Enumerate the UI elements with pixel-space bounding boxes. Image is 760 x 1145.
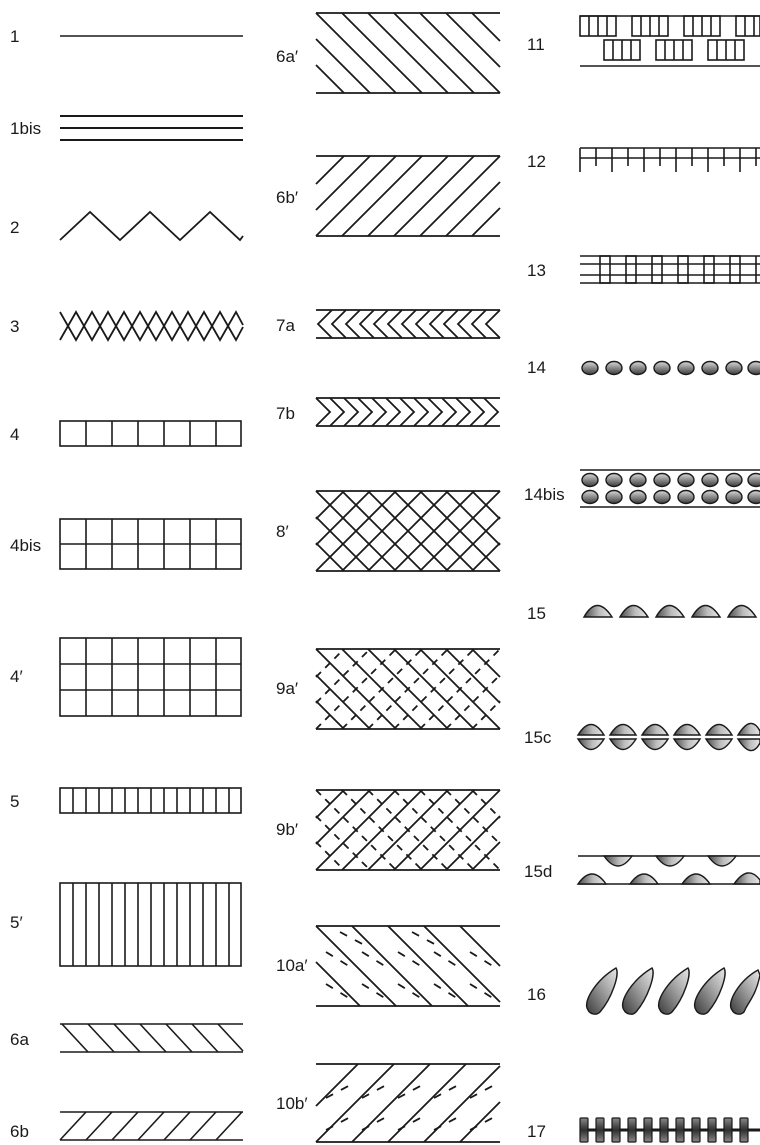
swatch-label: 5′ <box>10 913 23 932</box>
vertical-hatch-tall-pattern <box>60 883 241 966</box>
swatch-label: 10a′ <box>276 956 308 975</box>
swatch-15: 15 <box>527 604 756 623</box>
swatch-6b-prime: 6b′ <box>276 156 500 236</box>
swatch-label: 1 <box>10 27 19 46</box>
swatch-label: 1bis <box>10 119 41 138</box>
swatch-label: 6b′ <box>276 188 298 207</box>
swatch-label: 3 <box>10 317 19 336</box>
crosshatch-pattern <box>316 491 500 571</box>
chevron-left-pattern <box>316 310 500 338</box>
swatch-15c: 15c <box>524 723 760 750</box>
swatch-label: 13 <box>527 261 546 280</box>
swatch-label: 14bis <box>524 485 565 504</box>
swatch-9b-prime: 9b′ <box>276 790 500 870</box>
double-box-chain-pattern <box>580 256 760 283</box>
dome-row-pattern <box>584 606 756 618</box>
dashed-diagonal-right-pattern <box>316 1064 500 1142</box>
swatch-6b: 6b <box>10 1112 243 1141</box>
swatch-3: 3 <box>10 312 243 340</box>
swatch-label: 2 <box>10 218 19 237</box>
swatch-label: 8′ <box>276 522 289 541</box>
swatch-label: 12 <box>527 152 546 171</box>
double-bead-row-pattern <box>580 470 760 507</box>
triple-line-pattern <box>60 116 243 140</box>
cross-zigzag-pattern <box>60 312 243 340</box>
swatch-label: 15d <box>524 862 552 881</box>
swatch-label: 6a′ <box>276 47 298 66</box>
swatch-label: 6b <box>10 1122 29 1141</box>
swatch-11: 11 <box>527 16 760 66</box>
swatch-7b: 7b <box>276 398 500 426</box>
swatch-6a-prime: 6a′ <box>276 13 500 93</box>
swatch-label: 7a <box>276 316 295 335</box>
swatch-label: 9b′ <box>276 820 298 839</box>
vertical-hatch-narrow-pattern <box>60 788 241 813</box>
chevron-right-pattern <box>316 398 500 426</box>
swatch-label: 16 <box>527 985 546 1004</box>
swatch-6a: 6a <box>10 1024 243 1052</box>
swatch-7a: 7a <box>276 310 500 338</box>
beaded-rod-pattern <box>580 1118 760 1142</box>
dashed-crosshatch-a-pattern <box>316 649 500 729</box>
swatch-5-prime: 5′ <box>10 883 241 966</box>
swatch-16: 16 <box>527 968 760 1014</box>
dashed-diagonal-left-pattern <box>316 926 500 1006</box>
tick-comb-pattern <box>580 148 760 172</box>
swatch-15d: 15d <box>524 856 760 884</box>
swatch-13: 13 <box>527 256 760 283</box>
swatch-label: 15 <box>527 604 546 623</box>
swatch-label: 9a′ <box>276 679 298 698</box>
swatch-4: 4 <box>10 421 241 446</box>
swatch-4-prime: 4′ <box>10 638 241 716</box>
diagonal-hatch-right-wide-pattern <box>316 156 500 236</box>
teardrops-pattern <box>587 968 760 1014</box>
swatch-5: 5 <box>10 788 241 813</box>
swatch-1: 1 <box>10 27 243 46</box>
swatch-2: 2 <box>10 212 243 240</box>
alternating-domes-pattern <box>578 856 760 884</box>
swatch-label: 10b′ <box>276 1094 308 1113</box>
swatch-label: 6a <box>10 1030 29 1049</box>
swatch-8-prime: 8′ <box>276 491 500 571</box>
dashed-crosshatch-b-pattern <box>316 790 500 870</box>
swatch-label: 7b <box>276 404 295 423</box>
diagonal-hatch-left-wide-pattern <box>316 13 500 93</box>
swatch-label: 4 <box>10 425 19 444</box>
split-lens-row-pattern <box>578 723 760 750</box>
swatch-label: 17 <box>527 1122 546 1141</box>
diagonal-hatch-left-narrow-pattern <box>60 1024 243 1052</box>
swatch-label: 4′ <box>10 667 23 686</box>
swatch-4bis: 4bis <box>10 519 241 569</box>
swatch-14bis: 14bis <box>524 470 760 507</box>
diagonal-hatch-right-narrow-pattern <box>60 1112 243 1140</box>
swatch-10b-prime: 10b′ <box>276 1064 500 1142</box>
grid-3-rows-pattern <box>60 638 241 716</box>
bead-row-pattern <box>582 362 760 375</box>
grid-2-rows-pattern <box>60 519 241 569</box>
swatch-label: 14 <box>527 358 546 377</box>
swatch-label: 11 <box>527 35 545 54</box>
zigzag-pattern <box>60 212 243 240</box>
swatch-1bis: 1bis <box>10 116 243 140</box>
swatch-17: 17 <box>527 1118 760 1142</box>
grid-1-row-pattern <box>60 421 241 446</box>
swatch-label: 5 <box>10 792 19 811</box>
swatch-10a-prime: 10a′ <box>276 926 500 1006</box>
swatch-9a-prime: 9a′ <box>276 649 500 729</box>
swatch-12: 12 <box>527 148 760 172</box>
swatch-label: 4bis <box>10 536 41 555</box>
brick-bars-pattern <box>580 16 760 66</box>
swatch-14: 14 <box>527 358 760 377</box>
swatch-label: 15c <box>524 728 552 747</box>
